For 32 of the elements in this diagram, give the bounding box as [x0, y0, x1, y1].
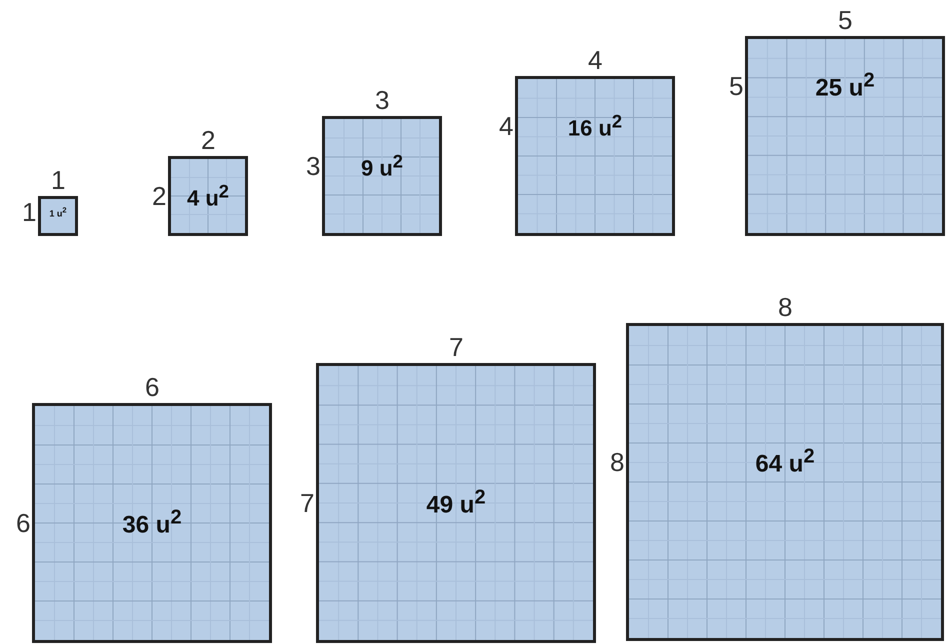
side-length-label: 4 [499, 110, 514, 142]
side-length-label: 5 [838, 5, 852, 36]
area-square [38, 196, 78, 236]
area-square [316, 363, 596, 643]
area-square [168, 156, 248, 236]
side-length-label: 2 [152, 180, 166, 212]
side-length-label: 1 [51, 165, 66, 196]
side-length-label: 4 [588, 45, 602, 76]
side-length-label: 3 [375, 85, 390, 116]
side-length-label: 6 [145, 372, 160, 403]
side-length-label: 6 [16, 508, 30, 538]
area-label: 16 u$^{2}$ [568, 110, 622, 142]
side-length-label: 8 [610, 446, 624, 478]
area-label: 49 u$^{2}$ [426, 486, 486, 520]
area-square [32, 403, 272, 643]
area-square [515, 76, 675, 236]
area-label: 36 u$^{2}$ [122, 506, 182, 540]
side-length-label: 7 [300, 488, 314, 518]
area-label: 1 u$^{2}$ [49, 206, 67, 218]
side-length-label: 7 [449, 332, 464, 363]
area-label: 25 u$^{2}$ [815, 70, 875, 102]
side-length-label: 3 [306, 150, 320, 182]
area-square [626, 323, 944, 641]
area-label: 64 u$^{2}$ [755, 446, 815, 478]
area-square [322, 116, 442, 236]
side-length-label: 5 [729, 70, 744, 102]
area-square [745, 36, 945, 236]
side-length-label: 8 [778, 292, 792, 323]
side-length-label: 1 [22, 196, 36, 228]
area-label: 4 u$^{2}$ [187, 180, 229, 212]
side-length-label: 2 [201, 125, 216, 156]
area-label: 9 u$^{2}$ [361, 150, 403, 182]
